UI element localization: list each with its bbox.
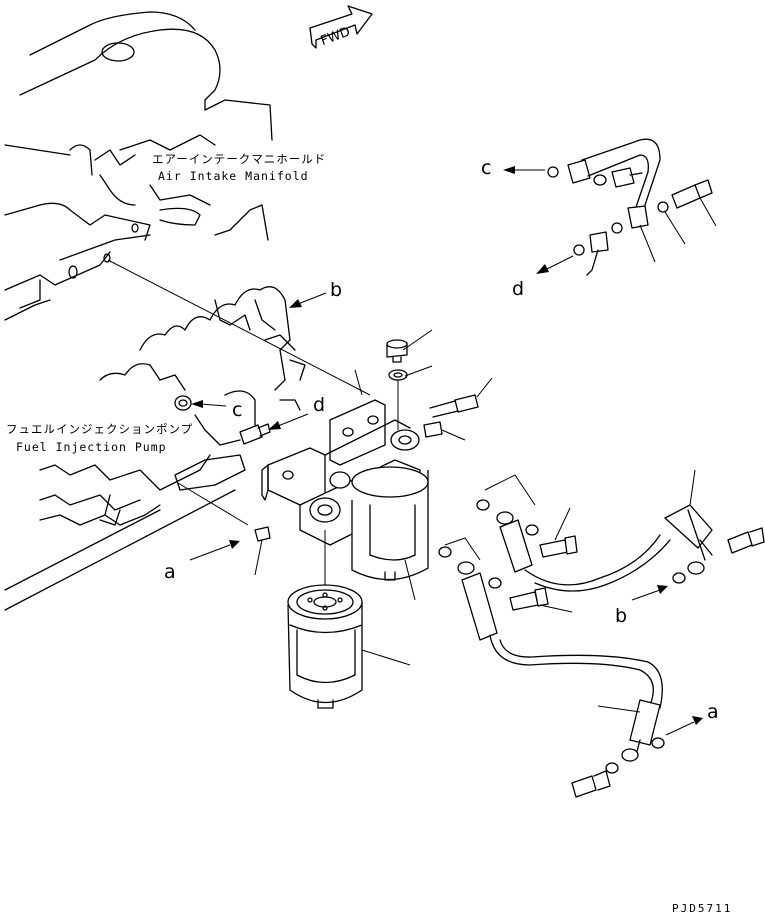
pipe-bolt-leader	[699, 197, 717, 227]
pump-pointer-line	[177, 482, 249, 526]
drawing-code: PJD5711	[672, 902, 732, 915]
callout-d-pump: d	[313, 394, 325, 416]
return-pipe-assembly	[547, 138, 713, 276]
inlet-washer-leader	[484, 474, 536, 506]
bracket-bolt	[429, 394, 479, 418]
inlet-hose-assembly	[476, 499, 765, 592]
manifold-pointer-line	[107, 259, 371, 396]
mounted-filter-leader	[404, 559, 416, 601]
fuel-filter-cartridge	[287, 584, 363, 709]
manifold-label-jp: エアーインテークマニホールド	[152, 152, 326, 166]
head-small-bolt-leader	[254, 539, 263, 576]
pump-nut	[174, 395, 192, 411]
outlet-bolt-leader	[539, 604, 573, 613]
pipe-washer-leader	[664, 211, 686, 245]
callout-arrows	[189, 166, 703, 736]
bracket-bolt-leader	[476, 377, 493, 398]
pump-label-jp: フュエルインジェクションポンプ	[6, 422, 193, 436]
air-intake-manifold	[4, 11, 273, 321]
pump-fitting	[239, 423, 271, 445]
callout-b-right: b	[615, 605, 627, 627]
callout-b-left: b	[330, 279, 342, 301]
bleed-plug	[423, 421, 443, 438]
mounted-fuel-filter	[351, 466, 429, 581]
pipe-leader	[639, 224, 656, 263]
manifold-label-en: Air Intake Manifold	[158, 169, 309, 183]
inlet-hose-leader	[689, 469, 696, 506]
washer-leader	[404, 365, 433, 377]
fwd-direction-arrow: FWD	[309, 5, 373, 49]
bleed-plug-leader	[441, 429, 466, 441]
plug-and-washer	[386, 339, 408, 430]
outlet-hose-assembly	[438, 546, 665, 798]
inlet-bolt-leader	[554, 507, 571, 541]
bracket-leader	[354, 369, 363, 396]
outlet-hose-leader	[597, 705, 641, 713]
plug-leader	[402, 329, 433, 351]
fuel-injection-pump	[4, 286, 306, 611]
callout-a-left: a	[164, 561, 176, 583]
callout-d-top: d	[512, 278, 524, 300]
outlet-washer-leader	[444, 537, 481, 561]
head-small-bolt	[254, 526, 271, 542]
cartridge-leader	[361, 649, 411, 666]
pump-label-en: Fuel Injection Pump	[16, 440, 167, 454]
callout-c-top: c	[481, 157, 491, 179]
callout-c-pump: c	[232, 399, 242, 421]
callout-a-right: a	[707, 701, 719, 723]
